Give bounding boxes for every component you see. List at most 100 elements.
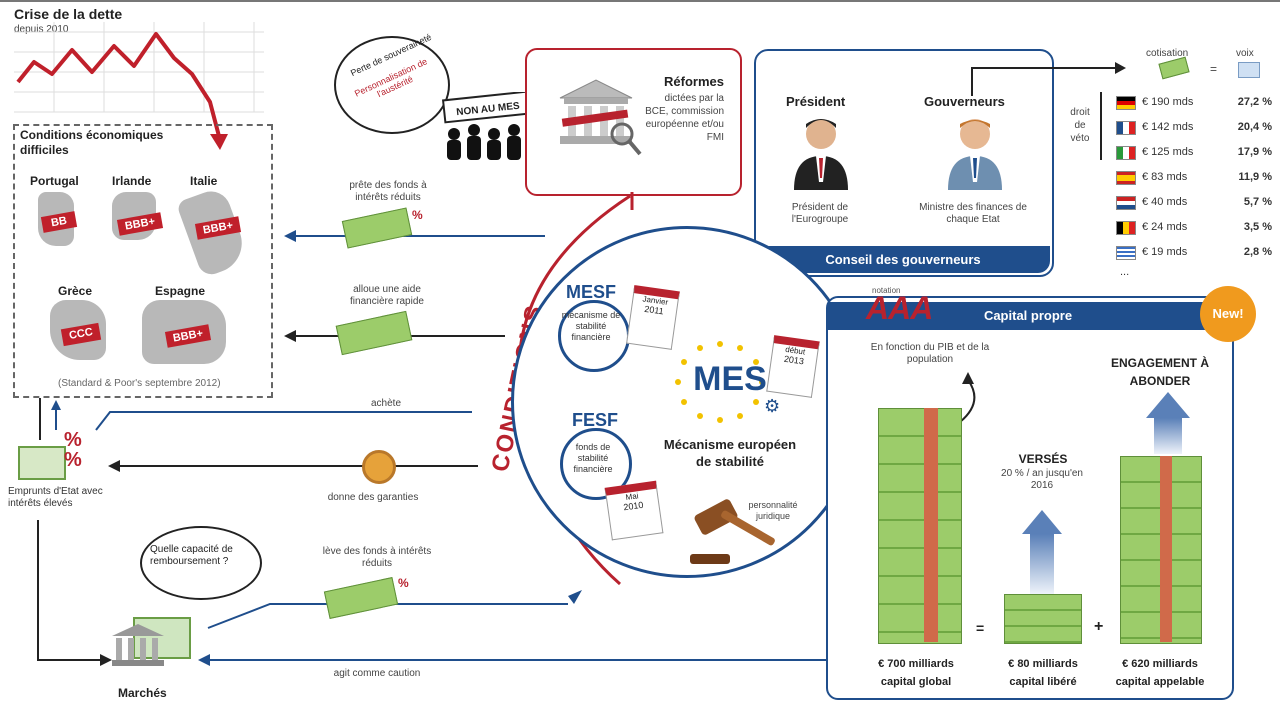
reforms-box: [525, 48, 742, 196]
mesf-text: mécanisme de stabilité financière: [561, 310, 621, 342]
flag-netherlands-icon: [1116, 196, 1136, 210]
president-avatar-icon: [794, 119, 848, 190]
capital-global-amount: € 700 milliards: [878, 658, 954, 670]
country-italy: Italie: [190, 174, 218, 188]
gavel-icon: [690, 499, 775, 564]
board-footer: Conseil des gouverneurs: [756, 246, 1050, 273]
debt-crisis-chart: [14, 22, 264, 150]
conditions-box: [13, 124, 273, 398]
paid-arrow-icon: [1022, 510, 1062, 534]
capital-global-label: capital global: [880, 676, 952, 688]
country-ireland: Irlande: [112, 174, 152, 188]
vote-amount-it: € 125 mds: [1142, 146, 1194, 158]
capital-commitment: ENGAGEMENT À ABONDER: [1110, 356, 1209, 388]
flow-surety-label: agit comme caution: [333, 668, 421, 679]
fesf-calendar-icon: Mai 2010: [604, 480, 664, 541]
votes-header-voix: voix: [1236, 48, 1254, 59]
bond-certificate-icon: [18, 446, 66, 480]
flag-spain-icon: [1116, 171, 1136, 185]
governors-title: Gouverneurs: [924, 94, 1005, 109]
capital-callable-amount: € 620 milliards: [1122, 658, 1198, 670]
markets-building-icon: [112, 617, 191, 666]
basis-arrow: [959, 372, 976, 423]
paid-arrow-shaft: [1030, 534, 1054, 594]
votes-more: ...: [1120, 266, 1130, 278]
flow-aid-label: alloue une aide financière rapide: [350, 284, 424, 307]
vote-amount-fr: € 142 mds: [1142, 121, 1194, 133]
veto-label: droit de véto: [1070, 107, 1090, 144]
flag-germany-icon: [1116, 96, 1136, 110]
commitment-arrow-icon: [1146, 392, 1190, 418]
reforms-text: dictées par la BCE, commission européenn…: [645, 93, 724, 143]
vote-pct-it: 17,9 %: [1237, 146, 1272, 158]
votes-header-eq: =: [1210, 62, 1218, 76]
high-interest-percent-icon: %%: [64, 429, 82, 471]
flow-raise-label: lève des fonds à intérêts réduits: [322, 546, 432, 569]
vote-pct-fr: 20,4 %: [1237, 121, 1272, 133]
commitment-arrow-shaft: [1154, 418, 1182, 454]
debt-crisis-subtitle: depuis 2010: [14, 24, 69, 35]
country-spain: Espagne: [155, 284, 206, 298]
capital-paid-stack-icon: [1004, 594, 1082, 644]
capital-plus: +: [1094, 618, 1104, 635]
markets-speech-bubble: [140, 526, 262, 600]
votes-header-cotisation: cotisation: [1146, 48, 1189, 59]
governors-caption: Ministre des finances de chaque Etat: [919, 202, 1027, 225]
flag-italy-icon: [1116, 146, 1136, 160]
new-badge: New!: [1200, 286, 1256, 342]
rating-source: (Standard & Poor's septembre 2012): [58, 378, 221, 389]
aaa-tag: notation: [872, 286, 901, 295]
capital-global-stack-icon: [878, 408, 962, 644]
markets-speech: Quelle capacité de remboursement ?: [150, 544, 233, 567]
bonds-label: Emprunts d'Etat avec intérêts élevés: [8, 486, 103, 509]
capital-global-band: [924, 408, 938, 642]
mes-name: Mécanisme européen de stabilité: [663, 437, 797, 469]
protest-crowd-icon: [441, 92, 539, 160]
legal-personality: personnalité juridique: [748, 500, 798, 521]
mesf-title: MESF: [566, 282, 617, 302]
flow-lend-label: prête des fonds à intérêts réduits: [349, 180, 427, 203]
vote-amount-de: € 190 mds: [1142, 96, 1194, 108]
guarantee-seal-icon: [362, 450, 396, 484]
paid-title: VERSÉS: [1018, 452, 1068, 466]
country-portugal: Portugal: [30, 174, 79, 188]
institution-building-icon: [559, 79, 642, 156]
reforms-title: Réformes: [664, 74, 724, 89]
capital-header: Capital propre: [828, 302, 1228, 330]
ballot-envelope-icon: [1238, 62, 1260, 78]
vote-pct-be: 3,5 %: [1243, 221, 1272, 233]
flow-guarantee-label: donne des garanties: [327, 492, 419, 503]
conditions-box-title: Conditions économiques difficiles: [20, 128, 164, 157]
capital-basis: En fonction du PIB et de la population: [870, 342, 990, 365]
fesf-text: fonds de stabilité financière: [573, 442, 613, 474]
capital-paid-amount: € 80 milliards: [1008, 658, 1078, 670]
capital-eq: =: [976, 620, 985, 636]
mes-logo: MES: [693, 360, 767, 398]
governor-avatar-icon: [948, 119, 1002, 190]
fesf-title: FESF: [572, 410, 619, 430]
capital-callable-band: [1160, 456, 1172, 642]
flag-belgium-icon: [1116, 221, 1136, 235]
flag-greece-icon: [1116, 246, 1136, 260]
percent-lend-icon: %: [412, 208, 423, 222]
vote-amount-nl: € 40 mds: [1142, 196, 1188, 208]
vote-pct-nl: 5,7 %: [1243, 196, 1272, 208]
flag-france-icon: [1116, 121, 1136, 135]
vote-pct-de: 27,2 %: [1237, 96, 1272, 108]
eu-stars-icon: [675, 341, 765, 423]
vote-amount-es: € 83 mds: [1142, 171, 1188, 183]
country-greece: Grèce: [58, 284, 93, 298]
president-caption: Président de l'Eurogroupe: [791, 202, 849, 225]
percent-raise-icon: %: [398, 576, 409, 590]
flow-buys-label: achète: [370, 398, 402, 409]
vote-amount-be: € 24 mds: [1142, 221, 1188, 233]
aaa-rating: AAA: [866, 290, 933, 326]
paid-text: 20 % / an jusqu'en 2016: [1001, 468, 1083, 491]
capital-callable-label: capital appelable: [1115, 676, 1205, 688]
capital-paid-label: capital libéré: [1009, 676, 1077, 688]
vote-amount-gr: € 19 mds: [1142, 246, 1188, 258]
governors-vote-arrow: [971, 62, 1126, 96]
markets-label: Marchés: [118, 686, 167, 700]
top-border: [0, 0, 1280, 2]
vote-pct-es: 11,9 %: [1238, 171, 1272, 183]
